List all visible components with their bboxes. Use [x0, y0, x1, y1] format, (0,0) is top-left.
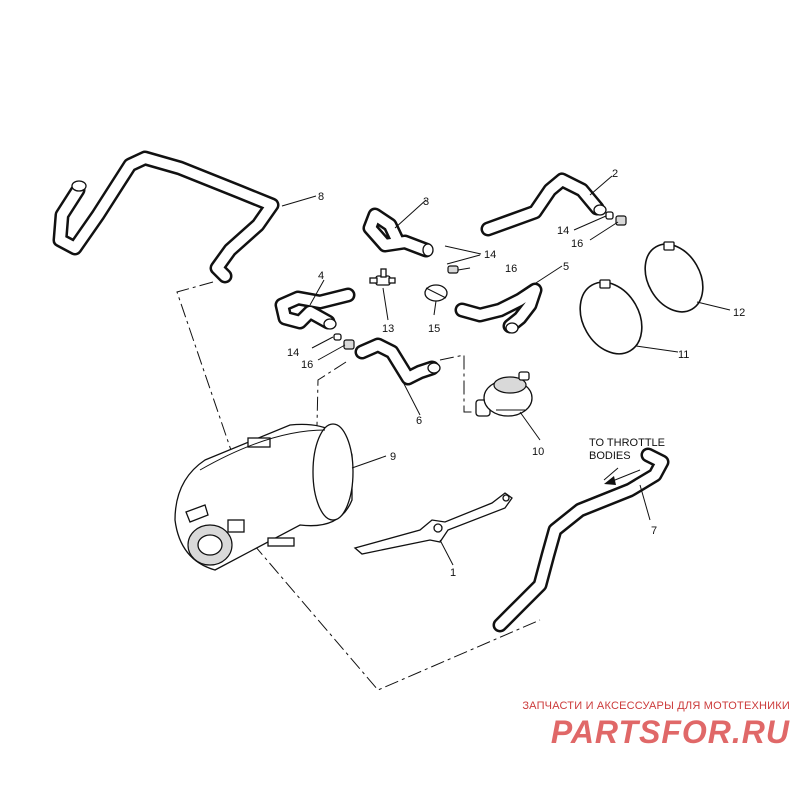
callout-16a: 16	[505, 263, 517, 275]
hose-5	[454, 282, 543, 334]
callout-7: 7	[651, 525, 657, 537]
hose-clamps	[333, 211, 627, 350]
throttle-arrow	[604, 469, 641, 485]
hose-7	[492, 447, 670, 633]
callout-5: 5	[563, 261, 569, 273]
callout-2: 2	[612, 168, 618, 180]
throttle-note-line1: TO THROTTLE	[589, 437, 665, 449]
hose-6	[354, 337, 441, 386]
callout-11: 11	[678, 349, 689, 361]
callout-3: 3	[423, 196, 429, 208]
purge-valve-10	[475, 371, 533, 417]
callout-6: 6	[416, 415, 422, 427]
hose-3	[362, 207, 434, 258]
charcoal-canister-9	[174, 423, 354, 571]
tee-fitting-13	[369, 268, 396, 286]
callout-14a: 14	[484, 249, 496, 261]
hose-4	[274, 287, 356, 330]
watermark-logo: PARTSFOR.RU	[550, 714, 790, 750]
callout-13: 13	[382, 323, 394, 335]
callout-4: 4	[318, 270, 324, 282]
ring-clips	[579, 241, 704, 355]
watermark: ЗАПЧАСТИ И АКСЕССУАРЫ ДЛЯ МОТОТЕХНИКИ PA…	[470, 700, 790, 751]
hose-2	[480, 172, 607, 237]
callout-16c: 16	[301, 359, 313, 371]
callout-12: 12	[733, 307, 745, 319]
callout-1: 1	[450, 567, 456, 579]
callout-14b: 14	[557, 225, 569, 237]
throttle-note-line2: BODIES	[589, 450, 631, 462]
leader-lines	[281, 175, 731, 566]
callout-15: 15	[428, 323, 440, 335]
callout-10: 10	[532, 446, 544, 458]
callout-16b: 16	[571, 238, 583, 250]
bracket-1	[353, 492, 513, 555]
callout-9: 9	[390, 451, 396, 463]
clip-15	[424, 284, 448, 302]
callout-8: 8	[318, 191, 324, 203]
callout-14c: 14	[287, 347, 299, 359]
hose-8	[52, 150, 280, 284]
throttle-note: TO THROTTLE BODIES	[589, 437, 665, 462]
callout-numbers: 8 3 2 14 16 14 16 4 5 13 15 14 16 6 10 9…	[287, 168, 745, 579]
watermark-tagline: ЗАПЧАСТИ И АКСЕССУАРЫ ДЛЯ МОТОТЕХНИКИ	[522, 700, 790, 712]
